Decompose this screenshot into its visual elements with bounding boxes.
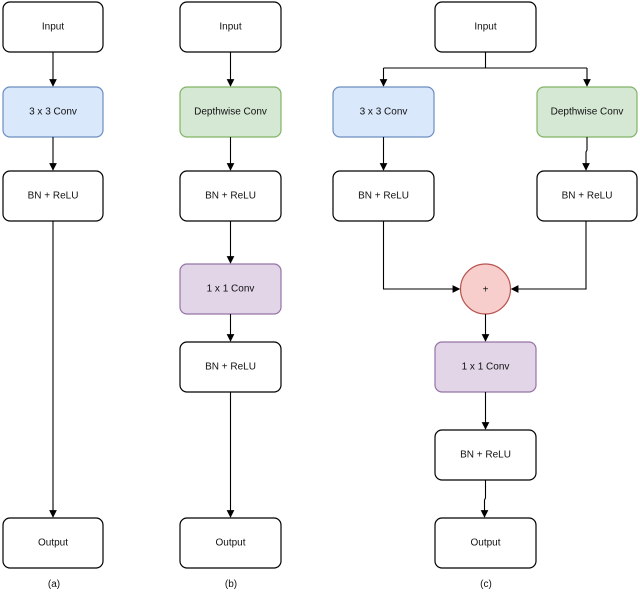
panel-b-pointwise-label: 1 x 1 Conv — [207, 284, 255, 295]
panel-b-input-label: Input — [219, 22, 241, 33]
panel-a-output-rect — [2, 517, 104, 569]
panel-b-output-label: Output — [215, 538, 245, 549]
panel-b-bn-relu-1-box: BN + ReLU — [179, 170, 282, 222]
panel-b-depthwise-box: Depthwise Conv — [179, 86, 282, 138]
panel-c-output-label: Output — [470, 538, 500, 549]
panel-c-add-node: + — [459, 263, 512, 315]
panel-b-depthwise-label: Depthwise Conv — [194, 107, 267, 118]
panel-c-output-rect — [434, 517, 537, 569]
panel-b-output-box: Output — [179, 517, 282, 569]
panel-c-input-box: Input — [434, 1, 537, 53]
panel-a-bn-relu-label: BN + ReLU — [28, 191, 79, 202]
panel-c-bn-relu-right-box: BN + ReLU — [536, 170, 638, 222]
panel-c-edge-depthwise-bn — [582, 137, 590, 171]
panel-a-bn-relu-box: BN + ReLU — [2, 170, 104, 222]
panel-c-edge-left-bn-add — [382, 221, 461, 293]
panel-a-conv-label: 3 x 3 Conv — [29, 107, 77, 118]
panel-c-bn-relu-3-box: BN + ReLU — [434, 429, 537, 481]
panel-c-depthwise-label: Depthwise Conv — [551, 107, 624, 118]
panel-a-caption: (a) — [48, 579, 60, 590]
panel-c-bn-relu-right-label: BN + ReLU — [562, 191, 613, 202]
panel-b: Input Depthwise Conv BN + ReLU 1 x 1 Con… — [179, 1, 282, 590]
panel-c-bn-relu-left-box: BN + ReLU — [332, 170, 435, 222]
panel-b-pointwise-box: 1 x 1 Conv — [179, 263, 282, 315]
panel-c: Input 3 x 3 Conv Depthwise Conv BN + ReL… — [332, 1, 638, 590]
panel-b-bn-relu-2-box: BN + ReLU — [179, 341, 282, 393]
panel-a-output-label: Output — [38, 538, 68, 549]
panel-c-bn-relu-3-label: BN + ReLU — [460, 450, 511, 461]
panel-c-bn-relu-right-rect — [536, 170, 638, 222]
panel-b-bn-relu-2-label: BN + ReLU — [205, 362, 256, 373]
panel-a-input-box: Input — [2, 1, 104, 53]
panel-c-bn-relu-left-label: BN + ReLU — [358, 191, 409, 202]
panel-c-edge-bn-output — [480, 480, 489, 518]
panel-c-conv-label: 3 x 3 Conv — [360, 107, 408, 118]
panel-a-input-label: Input — [42, 22, 64, 33]
panel-c-caption: (c) — [480, 579, 492, 590]
panel-a: Input 3 x 3 Conv BN + ReLU Output (a) — [2, 1, 104, 590]
panel-b-input-box: Input — [179, 1, 282, 53]
panel-a-output-box: Output — [2, 517, 104, 569]
panel-c-pointwise-label: 1 x 1 Conv — [462, 362, 510, 373]
panel-a-conv-box: 3 x 3 Conv — [2, 86, 104, 138]
panel-c-pointwise-box: 1 x 1 Conv — [434, 341, 537, 393]
panel-b-caption: (b) — [225, 579, 237, 590]
panel-c-conv-box: 3 x 3 Conv — [332, 86, 435, 138]
panel-c-output-box: Output — [434, 517, 537, 569]
panel-c-edge-right-bn-add — [510, 221, 587, 293]
panel-b-bn-relu-1-label: BN + ReLU — [205, 191, 256, 202]
panel-c-add-label: + — [483, 285, 489, 296]
panel-c-input-label: Input — [474, 22, 496, 33]
panel-b-output-rect — [179, 517, 282, 569]
panel-c-depthwise-box: Depthwise Conv — [536, 86, 638, 138]
